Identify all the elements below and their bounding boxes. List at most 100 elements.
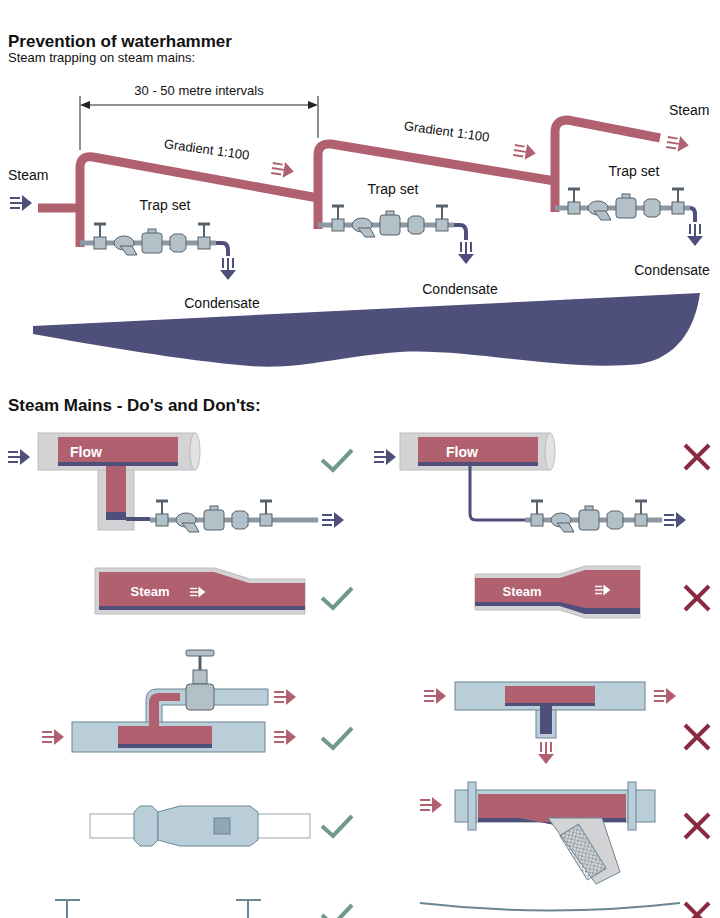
drain-pocket-correct — [38, 433, 195, 470]
small-drain-wrong — [374, 449, 396, 465]
branch-bottom-wrong — [685, 725, 709, 749]
condensate-arrow — [220, 258, 236, 280]
condensate-outlet — [454, 225, 466, 240]
small-drain-wrong — [653, 518, 662, 523]
flow-arrow — [513, 142, 537, 161]
trap-set-label: Trap set — [609, 163, 660, 179]
inline-strainer-correct — [214, 818, 230, 834]
branch-bottom-wrong — [538, 688, 676, 764]
branch-top-correct — [149, 693, 180, 726]
drain-pocket-correct — [126, 517, 150, 521]
flow-arrow — [666, 134, 690, 153]
branch-top-correct — [274, 689, 296, 745]
gradient-label: Gradient 1:100 — [403, 119, 490, 146]
flow-arrow — [10, 195, 32, 211]
steam-main — [38, 204, 80, 213]
small-drain-wrong — [400, 433, 550, 470]
drain-pocket-correct — [8, 449, 30, 465]
concentric-reducer-wrong — [595, 584, 610, 595]
branch-top-correct — [118, 726, 212, 748]
concentric-reducer-wrong — [685, 586, 709, 610]
branch-top-correct — [42, 650, 352, 752]
drain-pocket-correct — [322, 512, 344, 528]
condensate-label: Condensate — [422, 281, 498, 297]
concentric-reducer-wrong — [475, 566, 640, 618]
row-five-partial — [685, 903, 709, 918]
branch-bottom-wrong — [424, 688, 446, 704]
eccentric-reducer-correct — [190, 586, 205, 597]
branch-top-correct — [118, 744, 212, 748]
row-five-partial — [322, 905, 352, 918]
trap-set — [80, 241, 88, 246]
trap-set-label: Trap set — [140, 197, 191, 213]
y-strainer-wrong — [628, 782, 636, 830]
branch-top-correct — [274, 729, 296, 745]
drain-pocket-correct — [322, 450, 352, 470]
small-drain-wrong — [525, 501, 653, 532]
condensate-outlet — [690, 208, 695, 222]
branch-bottom-wrong — [540, 706, 552, 734]
steam-label: Steam — [669, 102, 709, 118]
concentric-reducer-wrong — [475, 570, 640, 614]
flow-arrow — [10, 195, 32, 211]
eccentric-reducer-correct — [99, 606, 305, 610]
branch-bottom-wrong — [455, 682, 645, 710]
steam-label: Steam — [130, 585, 169, 600]
drain-pocket-correct — [8, 433, 352, 532]
small-drain-wrong — [545, 433, 555, 470]
branch-top-correct — [42, 729, 64, 745]
drain-pocket-correct — [106, 466, 126, 518]
drain-pocket-correct — [278, 518, 318, 523]
drain-pocket-correct — [8, 449, 30, 465]
inline-strainer-correct — [158, 806, 258, 846]
y-strainer-wrong — [420, 797, 442, 813]
condensate-outlet — [216, 243, 228, 256]
eccentric-reducer-correct — [95, 568, 352, 614]
y-strainer-wrong — [420, 797, 442, 813]
page-title: Prevention of waterhammer — [8, 32, 232, 52]
steam-main — [80, 157, 318, 247]
drain-pocket-correct — [106, 512, 126, 520]
steam-main — [555, 120, 660, 212]
trap-set — [562, 189, 690, 220]
trap-set — [318, 223, 326, 228]
branch-bottom-wrong — [536, 706, 556, 738]
steam-main — [38, 120, 660, 247]
small-drain-wrong — [374, 449, 396, 465]
trap-set — [326, 206, 454, 237]
flow-arrow — [271, 160, 295, 179]
branch-bottom-wrong — [505, 686, 595, 706]
branch-top-correct — [42, 729, 64, 745]
branch-bottom-wrong — [538, 742, 554, 764]
drain-pocket-correct — [190, 433, 200, 470]
branch-top-correct — [274, 689, 296, 705]
inline-strainer-correct — [322, 816, 352, 836]
condensate-label: Condensate — [634, 262, 710, 278]
dimension-label: 30 - 50 metre intervals — [134, 84, 263, 99]
branch-top-correct — [186, 650, 214, 656]
y-strainer-wrong — [420, 782, 709, 884]
eccentric-reducer-correct — [190, 586, 205, 597]
row-five-partial — [55, 900, 709, 918]
branch-bottom-wrong — [654, 688, 676, 704]
y-strainer-wrong — [685, 814, 709, 838]
branch-bottom-wrong — [505, 703, 595, 706]
subtitle: Steam trapping on steam mains: — [8, 51, 195, 66]
drain-pocket-correct — [150, 501, 278, 532]
eccentric-reducer-correct — [99, 572, 305, 610]
small-drain-wrong — [470, 466, 525, 520]
drain-pocket-correct — [322, 512, 344, 528]
branch-top-correct — [193, 670, 207, 684]
small-drain-wrong — [418, 437, 538, 466]
steam-label: Steam — [502, 585, 541, 600]
dimension-line — [308, 101, 318, 109]
trap-set-label: Trap set — [368, 181, 419, 197]
flow-label: Flow — [70, 444, 102, 460]
drain-pocket-correct — [58, 437, 178, 466]
condensate-label: Condensate — [184, 295, 260, 311]
row-five-partial — [55, 900, 261, 918]
branch-top-correct — [186, 684, 214, 710]
concentric-reducer-wrong — [595, 584, 610, 595]
